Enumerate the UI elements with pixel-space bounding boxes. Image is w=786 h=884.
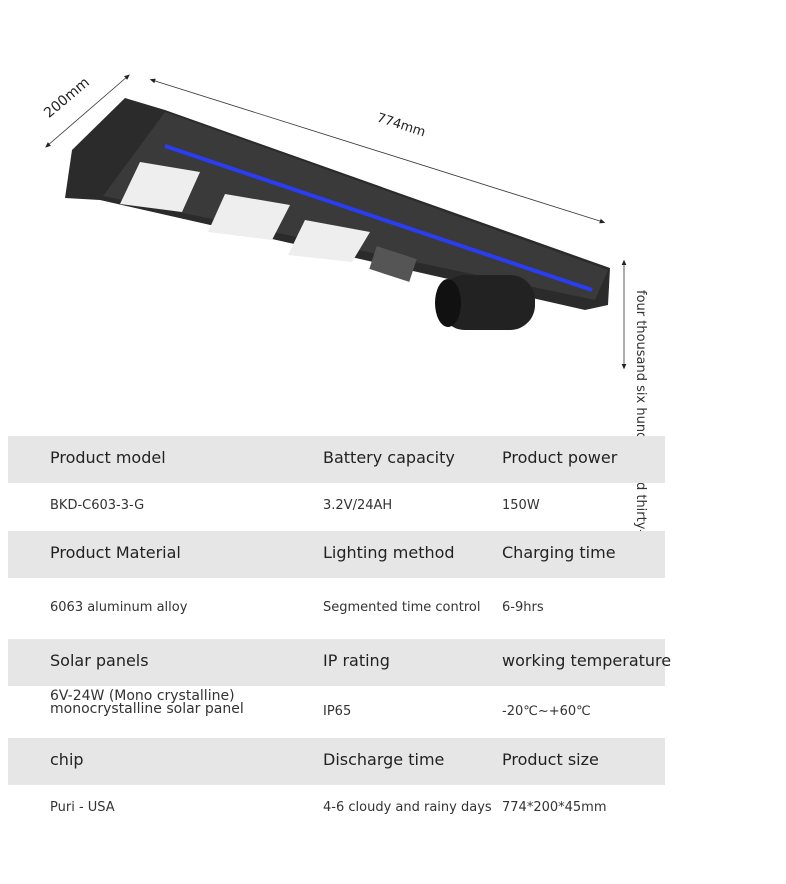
spec-header-row: Product Material Lighting method Charging … [8, 531, 665, 578]
spec-value: -20℃~+60℃ [502, 704, 591, 719]
spec-value: 774*200*45mm [502, 800, 607, 815]
spec-label: Charging time [502, 543, 616, 562]
solar-street-light-image [45, 74, 627, 370]
spec-header-row: Product model Battery capacity Product pow… [8, 436, 665, 483]
spec-label: Product size [502, 750, 599, 769]
spec-label: Product power [502, 448, 618, 467]
spec-label: IP rating [323, 651, 390, 670]
spec-value: 150W [502, 498, 540, 513]
spec-value: 6-9hrs [502, 600, 544, 615]
spec-value-row: 6063 aluminum alloy Segmented time contro… [8, 579, 665, 639]
spec-value: 6063 aluminum alloy [50, 600, 188, 615]
length-dimension-line [149, 78, 606, 224]
spec-value: 4-6 cloudy and rainy days [323, 800, 492, 815]
spec-label: Product Material [50, 543, 181, 562]
spec-value: IP65 [323, 704, 352, 719]
spec-label: Discharge time [323, 750, 445, 769]
spec-value: Puri - USA [50, 800, 115, 815]
spec-value-row: BKD-C603-3-G 3.2V/24AH 150W [8, 483, 665, 531]
spec-label: Battery capacity [323, 448, 455, 467]
spec-label: working temperature [502, 651, 672, 670]
spec-header-row: chip Discharge time Product size [8, 738, 665, 785]
spec-value-row: Puri - USA 4-6 cloudy and rainy days 774*2… [8, 786, 665, 831]
width-dimension-line [45, 74, 130, 148]
spec-label: Product model [50, 448, 166, 467]
spec-value: 6V-24W (Mono crystalline) monocrystallin… [50, 688, 244, 717]
spec-value: 3.2V/24AH [323, 498, 393, 513]
spec-label: chip [50, 750, 84, 769]
spec-header-row: Solar panels IP rating working temperature [8, 639, 671, 686]
spec-value: Segmented time control [323, 600, 481, 615]
spec-label: Solar panels [50, 651, 149, 670]
spec-value: BKD-C603-3-G [50, 498, 145, 513]
spec-value-row: 6V-24W (Mono crystalline) monocrystallin… [8, 687, 665, 739]
spec-label: Lighting method [323, 543, 455, 562]
